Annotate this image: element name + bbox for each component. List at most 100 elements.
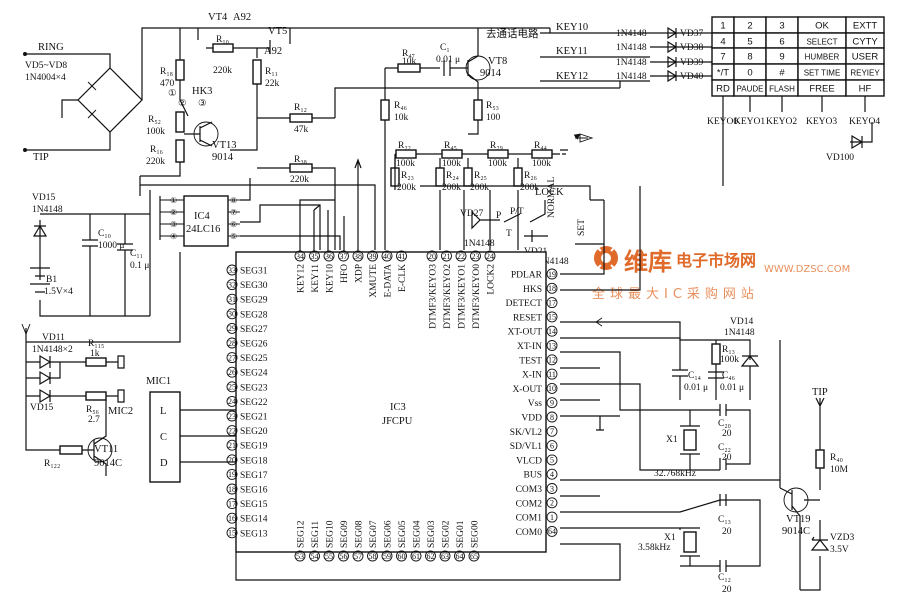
ic3-pin-label: E-DATA: [384, 264, 394, 298]
ladder-resistor: [487, 149, 509, 159]
ic3-pin-label: SEG08: [355, 520, 365, 548]
line-input-section: RING TIP VD5~VD8 1N4004×4: [23, 27, 152, 163]
vt13-transistor: [184, 121, 219, 147]
b1-value: 1.5V×4: [44, 287, 73, 297]
r46-resistor: [380, 99, 390, 121]
r13-label: R₁₃: [722, 345, 735, 355]
ic3-pin-label: X-OUT: [512, 385, 542, 395]
c22-label: C₂₂: [718, 443, 731, 453]
ic3-pin-label: SEG23: [240, 383, 268, 393]
ic3-pin-number: 35: [311, 252, 319, 261]
ic3-pin-number: 41: [398, 252, 406, 261]
r10-value: 220k: [213, 66, 232, 76]
r18-value: 470: [160, 79, 175, 89]
vd100-label: VD100: [826, 153, 854, 163]
ic4-label: IC4: [194, 211, 211, 222]
ic3-pin-number: 64: [548, 527, 556, 536]
ic3-pin-marker: [546, 483, 558, 494]
ic3-pin-label: Vss: [528, 399, 543, 409]
ic3-pin-label: KEY12: [297, 264, 307, 293]
ic3-pin-label: SEG12: [297, 520, 307, 548]
c22-value: 20: [722, 453, 732, 463]
ic3-pin-marker: [381, 550, 393, 562]
keypad-key-label: FREE: [809, 84, 834, 95]
key-diode-label: VD39: [680, 58, 703, 68]
keypad-key-label: HUMBER: [805, 53, 840, 62]
keypad-key-label: EXTT: [853, 21, 877, 32]
r115-value: 1k: [90, 349, 100, 359]
keyout-label: KEYO3: [806, 117, 837, 127]
c46-value: 0.01 μ: [720, 383, 744, 393]
ladder-resistor-label: R₂₉: [490, 141, 503, 151]
ic3-pin-number: 33: [228, 266, 236, 275]
bridge-value: 1N4004×4: [25, 73, 66, 83]
ic3-pin-marker: [226, 381, 238, 393]
keypad-key-label: 4: [720, 37, 725, 48]
ic3-pin-label: SD/VL1: [510, 442, 542, 452]
ic3-pin-number: 17: [228, 499, 236, 508]
ic3-pin-marker: [226, 439, 238, 451]
ic4-chip: [183, 195, 229, 247]
hk-pos1: ①: [168, 88, 177, 99]
ic3-pin-number: 19: [228, 470, 236, 479]
ic3-pin-marker: [226, 308, 238, 320]
to-call-circuit-label: 去通话电路: [486, 27, 539, 40]
ic3-pin-number: 55: [325, 552, 333, 561]
ic4-value: 24LC16: [186, 224, 220, 235]
ic3-pin-marker: [367, 250, 378, 262]
ic3-pin-marker: [546, 397, 558, 409]
hk-pos2: ②: [178, 98, 187, 109]
ic3-pin-number: 21: [228, 441, 236, 450]
ic3-pin-number: 13: [548, 341, 556, 350]
ic3-pin-number: 1: [550, 513, 554, 522]
ic3-pin-label: DETECT: [506, 299, 543, 309]
ic3-pin-marker: [226, 512, 238, 524]
ic3-pin-label: SEG30: [240, 281, 268, 291]
ic3-pin-number: 12: [548, 356, 556, 365]
ic3-pin-marker: [226, 410, 238, 422]
r12-resistor: [289, 113, 313, 123]
ic3-pin-label: XDP: [355, 264, 365, 283]
vd14-label: VD14: [730, 317, 753, 327]
r12-value: 47k: [294, 125, 309, 135]
watermark-cn-title: 电子市场网: [676, 251, 756, 270]
ic3-pin-marker: [426, 250, 438, 262]
ic3-pin-marker: [381, 250, 393, 262]
mic-section: VD11 1N4148×2 R₁₁₅ 1k VD15 R₅₆ 2.7 MIC2 …: [21, 252, 236, 483]
ic3-pin-label: KEY11: [311, 264, 321, 293]
vt4-label: VT4: [208, 12, 228, 23]
ic3-pin-label: SEG15: [240, 500, 268, 510]
mic1-label: MIC1: [146, 376, 171, 387]
r53-label: R₅₃: [486, 101, 499, 111]
key11-label: KEY11: [556, 46, 588, 57]
r53-value: 100: [486, 113, 501, 123]
ic3-pin-label: SEG18: [240, 456, 268, 466]
vt8-label: VT8: [488, 56, 507, 67]
r47-value: 10k: [402, 57, 417, 67]
ic3-pin-label: SEG17: [240, 471, 268, 481]
ic3-pin-marker: [323, 550, 335, 562]
ic3-pin-number: 24: [228, 397, 236, 406]
r38-label: R₃₈: [294, 155, 307, 165]
ic3-pin-marker: [546, 440, 558, 452]
r122-resistor: [59, 445, 83, 455]
vd15-bottom-label: VD15: [30, 403, 53, 413]
ic3-pin-number: 20: [428, 252, 436, 261]
r47-label: R₄₇: [402, 49, 415, 59]
ic3-pin-marker: [338, 550, 349, 562]
vd15-top-value: 1N4148: [32, 205, 63, 215]
ic3-pin-marker: [546, 368, 558, 380]
watermark-url: WWW.DZSC.COM: [764, 264, 850, 275]
ic3-pin-label: SEG14: [240, 515, 268, 525]
ic3-pin-label: E-CLK: [398, 264, 408, 292]
key12-label: KEY12: [556, 71, 588, 82]
c1-value: 0.01 μ: [436, 55, 460, 65]
r18-resistor: [175, 59, 185, 81]
r115-resistor: [85, 357, 107, 367]
keypad-key-label: #: [779, 68, 785, 79]
ic3-pin-label: HFO: [340, 264, 350, 283]
ic3-pin-label: SEG25: [240, 354, 268, 364]
t-label: T: [506, 229, 512, 239]
keypad-key-label: 6: [779, 37, 784, 48]
